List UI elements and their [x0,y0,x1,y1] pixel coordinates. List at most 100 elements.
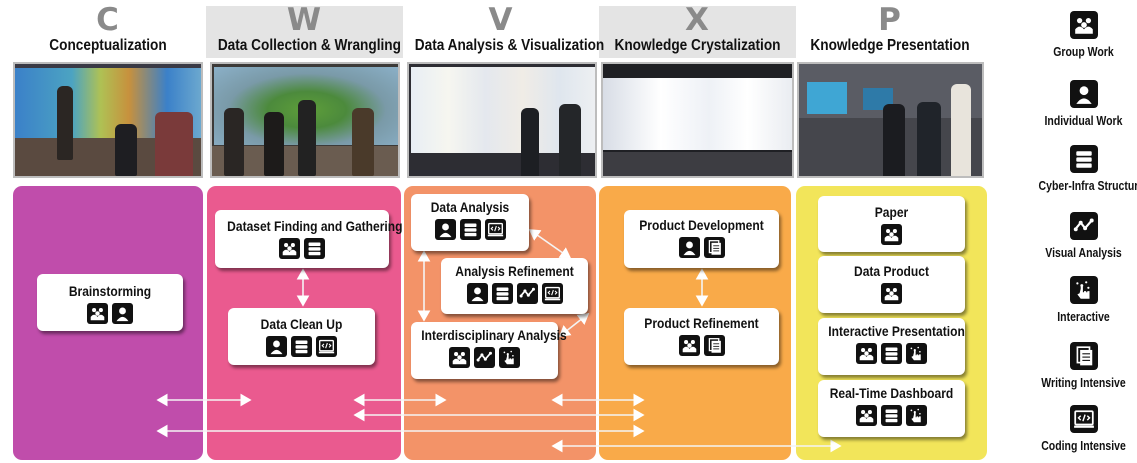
stage-title: Conceptualization [49,37,167,54]
activity-label: Interdisciplinary Analysis [421,327,567,343]
stage-letter: W [286,2,323,38]
legend-label: Coding Intensive [1041,439,1126,453]
legend-label: Writing Intensive [1041,376,1126,390]
stage-header-presentation: P Knowledge Presentation [792,4,988,55]
activity-label: Product Refinement [644,315,759,331]
coding-intensive-icon [1069,405,1098,433]
group-work-icon [856,343,877,364]
activity-label: Data Clean Up [260,316,343,332]
cyber-infra-structure-icon [491,283,513,304]
activity-label: Data Product [854,263,929,279]
individual-work-icon [112,303,133,324]
cyber-infra-structure-icon [459,219,481,240]
stage-letter: C [96,2,120,38]
cyber-infra-structure-icon [881,343,902,364]
cyber-infra-structure-icon [1069,145,1098,173]
photo-wrangling [210,62,400,178]
activity-label: Product Development [639,217,764,233]
icon-row [624,237,779,258]
stage-letter: P [878,2,902,38]
icon-row [624,335,779,356]
stage-title: Knowledge Presentation [810,37,970,54]
coding-intensive-icon [316,336,337,357]
individual-work-icon [678,237,700,258]
box-data-product: Data Product [818,256,965,313]
visual-analysis-icon [474,347,495,368]
stage-header-analysis: V Data Analysis & Visualization [403,2,605,55]
header-band-wrangling [206,6,403,58]
legend-item-visual-analysis: Visual Analysis [1030,212,1137,261]
photo-analysis [407,62,597,178]
interactive-icon [906,405,927,426]
writing-intensive-icon [703,335,725,356]
box-real-time-dashboard: Real-Time Dashboard [818,380,965,437]
stage-header-conceptualization: C Conceptualization [8,4,208,55]
group-work-icon [678,335,700,356]
icon-row [818,224,965,245]
photo-crystalization [601,62,794,178]
icon-row [411,347,558,368]
stage-letter: X [685,2,710,38]
legend-item-writing-intensive: Writing Intensive [1030,342,1137,391]
header-band-crystalization [599,6,796,58]
stage-title: Data Analysis & Visualization [414,37,605,54]
stage-header-crystalization: X Knowledge Crystalization [599,4,796,55]
icon-row [411,219,529,240]
box-product-development: Product Development [624,210,779,268]
coding-intensive-icon [484,219,506,240]
arrow-analysis-refinement [528,229,572,259]
box-analysis-refinement: Analysis Refinement [441,258,588,314]
box-dataset-finding: Dataset Finding and Gathering [215,210,403,268]
cyber-infra-structure-icon [304,238,325,259]
icon-row [441,283,588,304]
interactive-icon [906,343,927,364]
icon-row [37,303,183,324]
legend-label: Group Work [1053,45,1114,59]
activity-label: Analysis Refinement [455,263,574,279]
group-work-icon [1069,11,1098,39]
legend-label: Cyber-Infra Structure [1038,179,1137,193]
box-interactive-presentation: Interactive Presentation [818,318,965,375]
activity-label: Dataset Finding and Gathering [227,218,403,234]
arrow-refinement-interdisciplinary [558,313,590,337]
activity-label: Real-Time Dashboard [829,385,954,401]
visual-analysis-icon [516,283,538,304]
stage-letter: V [488,2,514,38]
photo-conceptualization [13,62,203,178]
legend-item-individual-work: Individual Work [1030,80,1137,129]
legend-item-group-work: Group Work [1030,11,1137,60]
legend-item-cyber-infra-structure: Cyber-Infra Structure [1030,145,1137,194]
cyber-infra-structure-icon [881,405,902,426]
icon-row [215,238,389,259]
writing-intensive-icon [1069,342,1098,370]
box-product-refinement: Product Refinement [624,308,779,365]
individual-work-icon [1069,80,1098,108]
writing-intensive-icon [703,237,725,258]
icon-row [228,336,375,357]
activity-label: Paper [874,204,909,220]
box-data-analysis: Data Analysis [411,194,529,251]
legend-label: Interactive [1057,310,1110,324]
box-paper: Paper [818,196,965,252]
coding-intensive-icon [541,283,563,304]
activity-label: Data Analysis [430,199,510,215]
group-work-icon [856,405,877,426]
group-work-icon [881,283,902,304]
cyber-infra-structure-icon [291,336,312,357]
legend-label: Visual Analysis [1045,246,1122,260]
visual-analysis-icon [1069,212,1098,240]
legend-item-interactive: Interactive [1030,276,1137,325]
individual-work-icon [434,219,456,240]
group-work-icon [881,224,902,245]
box-interdisciplinary-analysis: Interdisciplinary Analysis [411,322,567,379]
group-work-icon [449,347,470,368]
activity-label: Interactive Presentation [828,323,965,339]
individual-work-icon [466,283,488,304]
stage-header-wrangling: W Data Collection & Wrangling [206,4,403,55]
legend-label: Individual Work [1044,114,1123,128]
individual-work-icon [266,336,287,357]
activity-label: Brainstorming [68,283,152,299]
icon-row [818,405,965,426]
icon-row [818,283,965,304]
stage-title: Knowledge Crystalization [614,37,781,54]
